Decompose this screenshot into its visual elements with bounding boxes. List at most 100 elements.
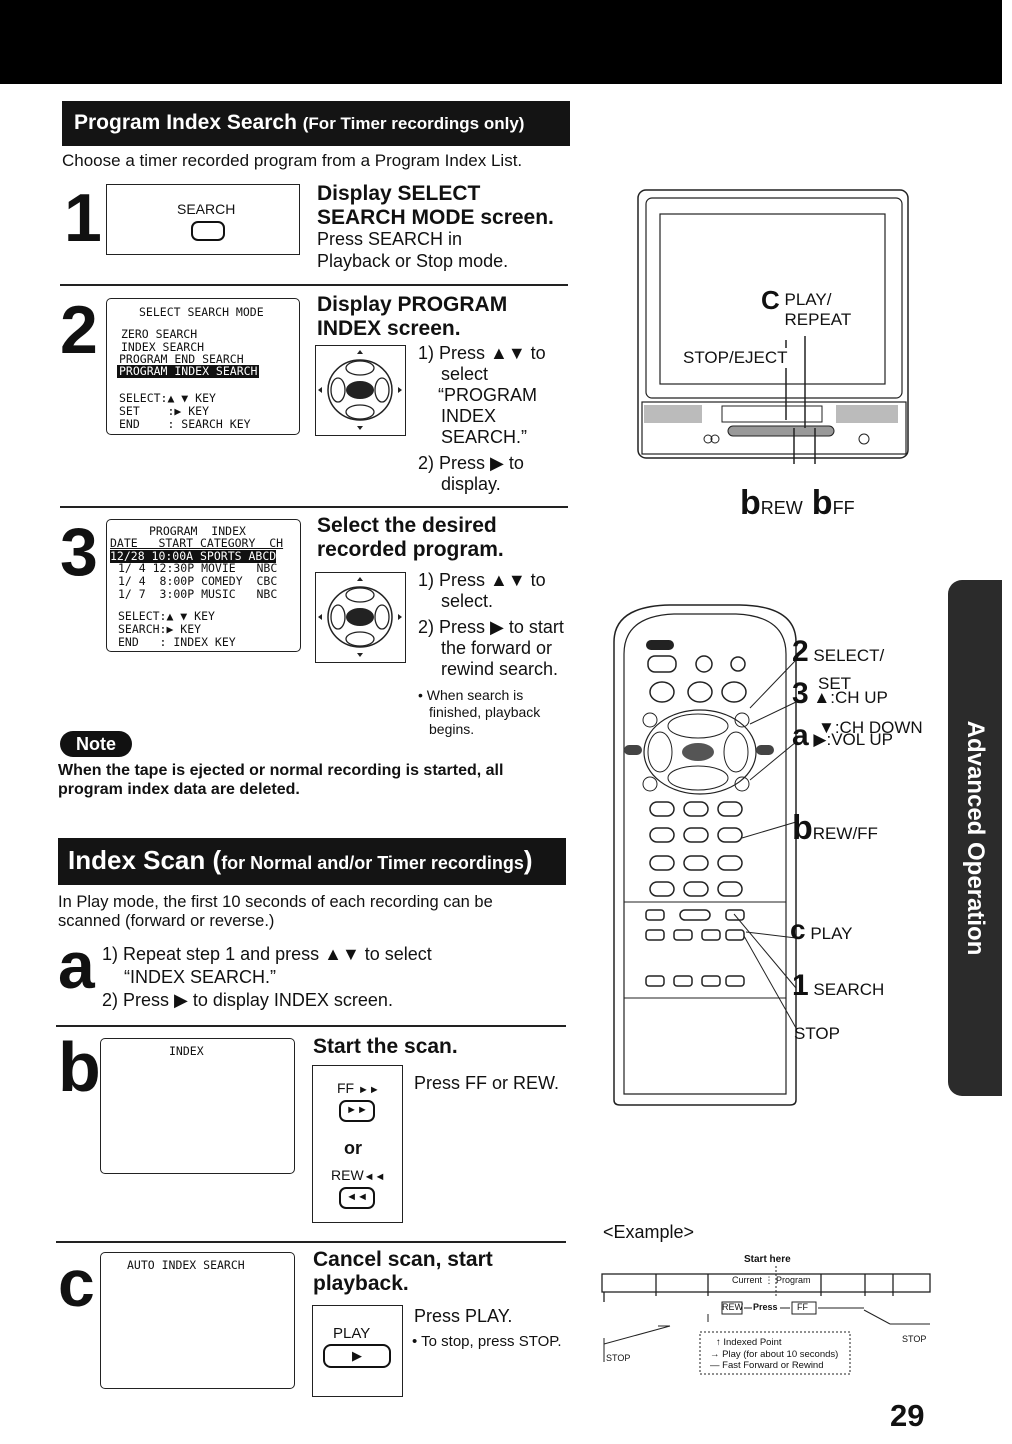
- tv-stop-eject-label: STOP/EJECT: [683, 348, 788, 368]
- osd-title: INDEX: [169, 1044, 204, 1058]
- step-letter-a: a: [58, 928, 95, 1002]
- section-intro: Choose a timer recorded program from a P…: [62, 151, 523, 170]
- search-button-label: SEARCH: [177, 201, 236, 217]
- page-number: 29: [890, 1398, 925, 1433]
- remote-label-ch-down: ▼:CH DOWN: [818, 718, 923, 737]
- letter-c: c: [790, 914, 806, 945]
- side-tab: Advanced Operation: [948, 580, 1002, 1096]
- stepA-line: 1) Repeat step 1 and press ▲▼ to select: [102, 944, 432, 964]
- num-2: 2: [792, 635, 809, 668]
- osd-keys: SELECT:▲ ▼ KEY SEARCH:▶ KEY END : INDEX …: [118, 609, 236, 649]
- remote-label-select-set: 2 SELECT/: [792, 637, 884, 667]
- example-ff-box: FF: [797, 1302, 808, 1312]
- legend-play: → Play (for about 10 seconds): [710, 1348, 839, 1360]
- example-legend: ↑ Indexed Point → Play (for about 10 sec…: [710, 1337, 838, 1372]
- osd-item: PROGRAM END SEARCH: [119, 352, 244, 366]
- remote-label-play: c PLAY: [790, 916, 853, 944]
- example-diagram: [601, 1266, 931, 1375]
- step3-line: rewind search.: [441, 659, 559, 679]
- note-line: When the tape is ejected or normal recor…: [58, 762, 504, 779]
- section-paren: ): [523, 845, 533, 875]
- legend-fast-forward: — Fast Forward or Rewind: [710, 1360, 824, 1371]
- step3-heading-line2: recorded program.: [317, 538, 504, 561]
- osd-rows: 1/ 4 12:30P MOVIE NBC 1/ 4 8:00P COMEDY …: [118, 561, 278, 601]
- play-button-illustration: PLAY ▶: [312, 1305, 403, 1397]
- example-start-here: Start here: [744, 1254, 791, 1265]
- step-letter-b: b: [58, 1028, 101, 1106]
- dpad-icon: [318, 350, 402, 430]
- stepC-text: Press PLAY.: [414, 1306, 513, 1326]
- osd-item: ZERO SEARCH: [121, 327, 198, 341]
- ch-up-label: ▲:CH UP: [813, 688, 888, 707]
- step2-line: 2) Press ▶ to: [418, 453, 524, 473]
- note-line: program index data are deleted.: [58, 781, 300, 798]
- divider: [60, 506, 568, 508]
- osd-title: AUTO INDEX SEARCH: [127, 1258, 245, 1272]
- note-label: Note: [76, 734, 116, 754]
- stepA-text: 1) Repeat step 1 and press ▲▼ to select …: [102, 943, 432, 1012]
- remote-control-illustration: [613, 604, 797, 1106]
- ff-label-text: FF: [337, 1080, 355, 1096]
- play-button-label: PLAY: [333, 1325, 371, 1342]
- play-button-icon: ▶: [323, 1344, 391, 1368]
- example-current-program: Current ⋮ Program: [732, 1275, 811, 1285]
- example-press-label: Press: [753, 1302, 778, 1312]
- rew-button-icon: ◄◄: [339, 1187, 375, 1209]
- note-badge: Note: [60, 731, 132, 757]
- letter-b: b: [792, 809, 813, 847]
- step3-line: select.: [441, 591, 494, 611]
- remote-label-rew-ff: bREW/FF: [792, 811, 878, 845]
- step1-heading-line2: SEARCH MODE screen.: [317, 206, 554, 229]
- step1-text-line2: Playback or Stop mode.: [317, 251, 509, 271]
- tv-rew-ff-labels: bREW bFF: [740, 484, 855, 523]
- play-label-line1: PLAY/: [784, 290, 832, 309]
- or-label: or: [344, 1138, 362, 1158]
- program-label: Program: [776, 1275, 811, 1285]
- step2-line: select: [441, 364, 489, 384]
- letter-a: a: [792, 719, 809, 752]
- section-title-index-scan: Index Scan (for Normal and/or Timer reco…: [58, 838, 566, 885]
- section-subtitle: (For Timer recordings only): [302, 114, 525, 133]
- step2-line: 1) Press ▲▼ to: [418, 343, 546, 363]
- current-label: Current: [732, 1275, 763, 1285]
- rew-small-icon: ◄◄: [363, 1171, 386, 1183]
- select-search-mode-screen: SELECT SEARCH MODE ZERO SEARCH INDEX SEA…: [106, 298, 300, 435]
- section-title-program-index-search: Program Index Search (For Timer recordin…: [62, 101, 570, 146]
- num-3: 3: [792, 677, 809, 710]
- remote-label-search: 1 SEARCH: [792, 971, 884, 1001]
- letter-b: b: [740, 484, 761, 522]
- ff-small-icon: ►►: [358, 1084, 380, 1096]
- example-rew-box: REW: [722, 1302, 743, 1312]
- play-label: PLAY: [810, 924, 853, 943]
- dpad-illustration: [315, 572, 406, 663]
- section-paren: (: [212, 845, 222, 875]
- bullet-line: begins.: [429, 721, 475, 737]
- osd-item: INDEX SEARCH: [121, 340, 205, 354]
- stepB-text: Press FF or REW.: [414, 1073, 560, 1093]
- step3-line: the forward or: [441, 638, 553, 658]
- example-stop-right: STOP: [902, 1334, 927, 1344]
- example-stop-left: STOP: [606, 1353, 631, 1363]
- step3-bullet: • When search is finished, playback begi…: [418, 687, 540, 738]
- letter-c: C: [761, 285, 780, 315]
- divider: [56, 1025, 566, 1027]
- step2-heading-line2: INDEX screen.: [317, 317, 461, 340]
- side-tab-label: Advanced Operation: [962, 720, 989, 956]
- step1-heading-line1: Display SELECT: [317, 182, 481, 205]
- step2-heading: Display PROGRAM INDEX screen.: [317, 293, 507, 341]
- step3-heading-line1: Select the desired: [317, 514, 497, 537]
- step2-line: “PROGRAM: [438, 385, 537, 405]
- num-1: 1: [792, 969, 809, 1002]
- ff-label: FF: [832, 498, 855, 518]
- step1-text: Press SEARCH in Playback or Stop mode.: [317, 228, 508, 272]
- stepC-heading: Cancel scan, start playback.: [313, 1248, 493, 1296]
- step2-instructions: 1) Press ▲▼ to select “PROGRAM INDEX SEA…: [418, 343, 546, 495]
- play-label-line2: REPEAT: [784, 310, 852, 329]
- osd-title: PROGRAM INDEX: [149, 524, 246, 538]
- step1-text-line1: Press SEARCH in: [317, 229, 463, 249]
- step2-heading-line1: Display PROGRAM: [317, 293, 508, 316]
- tv-vcr-illustration: [637, 189, 909, 464]
- ff-button-icon: ►►: [339, 1100, 375, 1122]
- stepC-bullet: • To stop, press STOP.: [412, 1333, 562, 1350]
- section-title: Index Scan: [68, 845, 206, 875]
